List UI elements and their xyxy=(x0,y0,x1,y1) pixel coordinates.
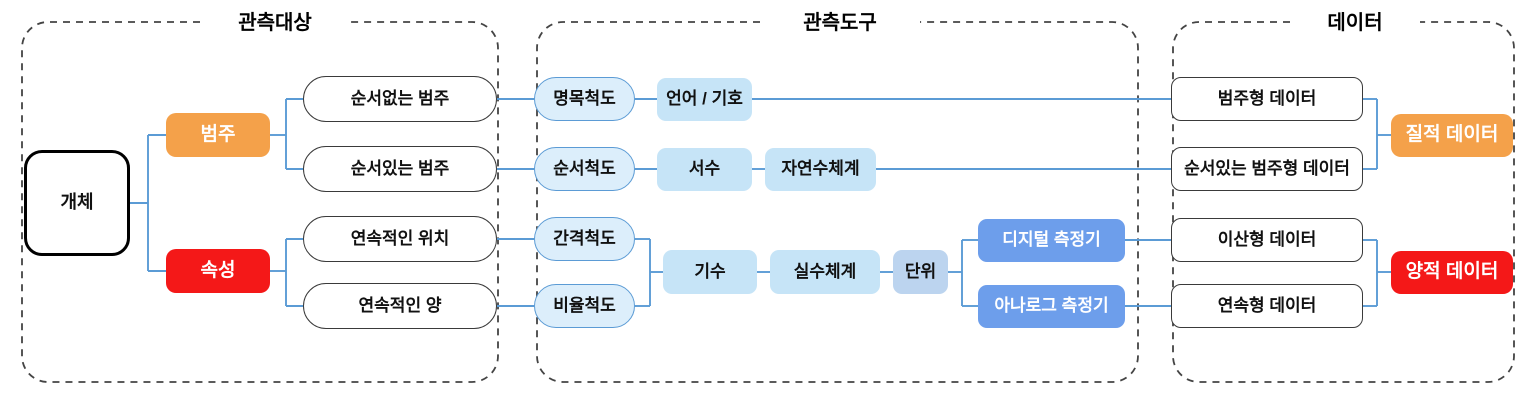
node-ordinal-scale[interactable]: 순서척도 xyxy=(534,147,635,191)
node-analog-meter[interactable]: 아나로그 측정기 xyxy=(978,285,1125,328)
node-ordered-category[interactable]: 순서있는 범주 xyxy=(303,146,497,192)
group-label-observation-target: 관측대상 xyxy=(200,6,350,35)
node-categorical-data[interactable]: 범주형 데이터 xyxy=(1171,77,1363,121)
group-label-observation-tool: 관측도구 xyxy=(760,6,920,35)
node-quantitative-data[interactable]: 양적 데이터 xyxy=(1391,251,1513,294)
node-digital-meter[interactable]: 디지털 측정기 xyxy=(978,219,1125,262)
group-box-data xyxy=(1172,21,1515,383)
group-box-observation-target xyxy=(21,21,499,383)
node-continuous-data[interactable]: 연속형 데이터 xyxy=(1171,284,1363,328)
node-language-symbol[interactable]: 언어 / 기호 xyxy=(657,78,752,121)
node-unordered-category[interactable]: 순서없는 범주 xyxy=(303,76,497,122)
node-unit[interactable]: 단위 xyxy=(893,250,948,294)
node-natural-number-system[interactable]: 자연수체계 xyxy=(765,148,876,191)
node-ordinal-number[interactable]: 서수 xyxy=(657,148,752,191)
node-ordered-categorical-data[interactable]: 순서있는 범주형 데이터 xyxy=(1171,147,1363,191)
node-interval-scale[interactable]: 간격척도 xyxy=(534,217,635,261)
node-ratio-scale[interactable]: 비율척도 xyxy=(534,284,635,328)
node-continuous-position[interactable]: 연속적인 위치 xyxy=(303,216,497,262)
group-label-data: 데이터 xyxy=(1290,6,1420,35)
node-category[interactable]: 범주 xyxy=(166,113,270,157)
node-entity[interactable]: 개체 xyxy=(24,150,130,256)
node-attribute[interactable]: 속성 xyxy=(166,249,270,293)
node-nominal-scale[interactable]: 명목척도 xyxy=(534,77,635,121)
node-real-number-system[interactable]: 실수체계 xyxy=(770,250,880,294)
group-box-observation-tool xyxy=(536,21,1139,383)
node-continuous-amount[interactable]: 연속적인 양 xyxy=(303,283,497,329)
node-discrete-data[interactable]: 이산형 데이터 xyxy=(1171,218,1363,262)
node-qualitative-data[interactable]: 질적 데이터 xyxy=(1391,114,1513,157)
node-cardinal-number[interactable]: 기수 xyxy=(663,250,757,294)
